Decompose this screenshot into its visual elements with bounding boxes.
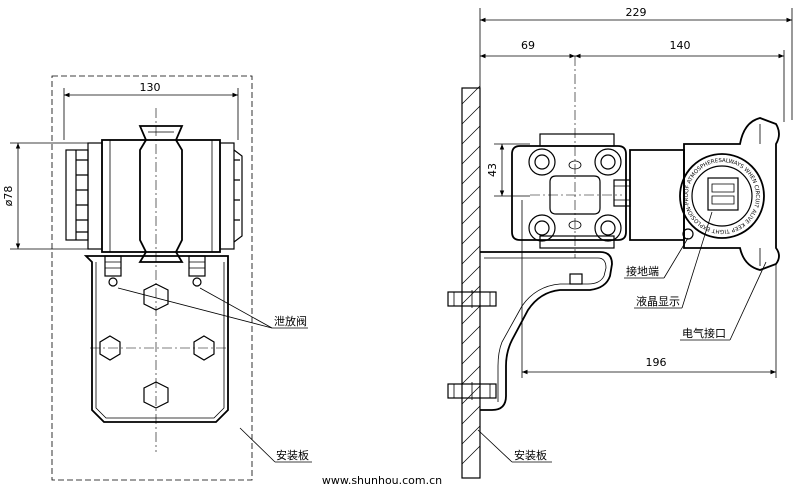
dim-43: 43 <box>486 143 530 197</box>
label-electric-port: 电气接口 <box>682 326 726 340</box>
side-view: ALWAYS WHEN CIRCUIT ALIVE KEEP TIGHT EXP… <box>447 6 793 479</box>
dim-diameter-text: ø78 <box>2 186 15 207</box>
housing <box>65 125 243 263</box>
label-mount-plate-left: 安装板 <box>276 448 309 462</box>
dim-diameter: ø78 <box>2 142 100 250</box>
mount-plate-outline <box>51 75 253 481</box>
dim-69-text: 69 <box>521 39 535 52</box>
dim-140-text: 140 <box>670 39 691 52</box>
electronics-housing: ALWAYS WHEN CIRCUIT ALIVE KEEP TIGHT EXP… <box>629 117 780 271</box>
flange-body <box>511 56 627 258</box>
label-drain-valve: 泄放阀 <box>274 314 307 328</box>
front-view: 130 ø78 <box>2 75 312 481</box>
dim-229-text: 229 <box>626 6 647 19</box>
watermark: www.shunhou.com.cn <box>322 474 442 487</box>
u-bolt-bottom <box>447 382 497 400</box>
label-ground-terminal: 接地端 <box>626 265 659 278</box>
dim-43-text: 43 <box>486 163 499 177</box>
dim-196: 196 <box>521 200 777 378</box>
dim-229: 229 <box>479 6 793 120</box>
drain-valve-right <box>188 255 206 287</box>
mount-wall <box>461 85 481 479</box>
dim-196-text: 196 <box>646 356 667 369</box>
dim-69-140: 69 140 <box>480 39 785 122</box>
ground-terminal <box>682 228 694 240</box>
dim-130: 130 <box>63 81 239 140</box>
drain-valve-left <box>104 255 122 287</box>
u-bolt-top <box>447 290 497 308</box>
label-mount-plate-right: 安装板 <box>514 448 547 462</box>
label-lcd-display: 液晶显示 <box>636 294 680 308</box>
neck <box>613 179 631 207</box>
lcd-screen <box>707 177 739 211</box>
bracket-side <box>480 251 613 411</box>
dim-130-text: 130 <box>140 81 161 94</box>
bracket-front <box>83 255 229 423</box>
